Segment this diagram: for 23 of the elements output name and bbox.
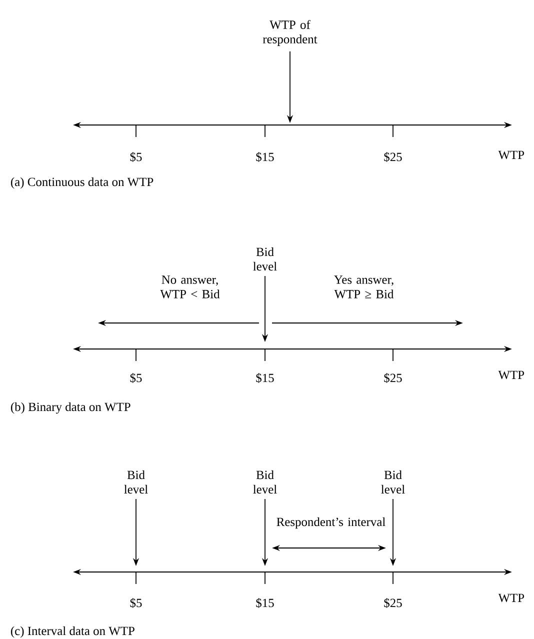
tick-label: $15 bbox=[256, 152, 274, 162]
answer-label: Yes answer, WTP ≥ Bid bbox=[334, 276, 394, 298]
panel-caption: (b) Binary data on WTP bbox=[11, 402, 130, 414]
axis-label: WTP bbox=[498, 594, 524, 602]
tick-label: $25 bbox=[384, 373, 402, 383]
panel-caption: (a) Continuous data on WTP bbox=[11, 177, 154, 189]
tick-label: $25 bbox=[384, 152, 402, 162]
tick-label: $25 bbox=[384, 598, 402, 608]
bid-label: Bid level bbox=[253, 247, 277, 271]
tick-label: $15 bbox=[256, 373, 274, 383]
bid-label: Bid level bbox=[381, 470, 405, 494]
bid-label: Bid level bbox=[124, 470, 148, 494]
interval-label: Respondent’s interval bbox=[276, 517, 386, 529]
tick-label: $15 bbox=[256, 598, 274, 608]
tick-label: $5 bbox=[130, 598, 142, 608]
answer-label: No answer, WTP < Bid bbox=[160, 276, 220, 298]
axis-label: WTP bbox=[498, 370, 524, 380]
respondent-label: WTP of respondent bbox=[262, 20, 318, 46]
bid-label: Bid level bbox=[253, 470, 277, 494]
tick-label: $5 bbox=[130, 373, 142, 383]
panel-caption: (c) Interval data on WTP bbox=[11, 626, 134, 638]
axis-label: WTP bbox=[498, 150, 524, 160]
tick-label: $5 bbox=[130, 152, 142, 162]
